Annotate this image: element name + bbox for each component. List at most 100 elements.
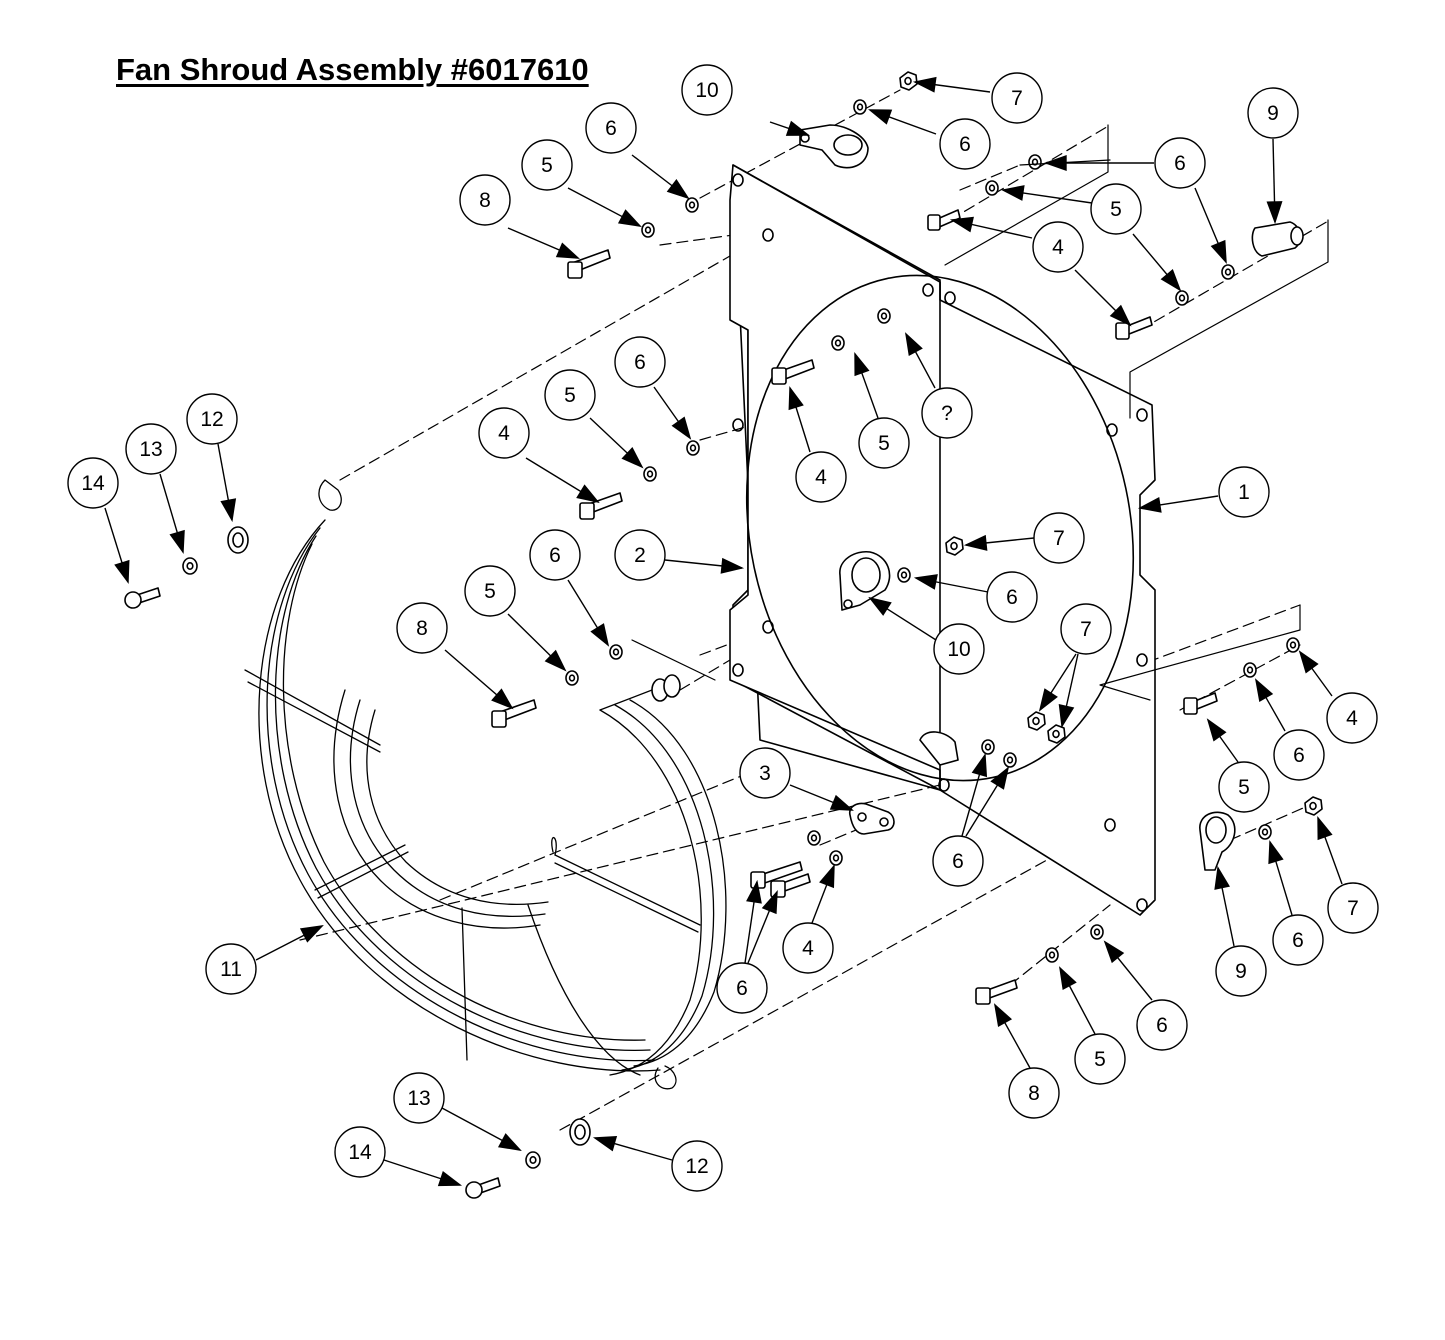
callout-bubble [125, 423, 177, 475]
callout-bubble [858, 417, 910, 469]
callout-bubble [1218, 466, 1270, 518]
callout-label: 4 [802, 937, 814, 960]
leader-arrow [788, 385, 804, 411]
callout-bubble [544, 369, 596, 421]
leader-arrow [785, 120, 811, 136]
callout-label: 14 [81, 472, 105, 495]
callout-label: 8 [416, 617, 428, 640]
assembly-center-lines [299, 89, 1331, 1131]
bolts [124, 209, 1218, 1199]
callout-label: 6 [1292, 929, 1304, 952]
leader-arrow [868, 596, 892, 616]
leader-arrow [1268, 839, 1284, 865]
callout-label: 6 [1174, 152, 1186, 175]
nuts [899, 71, 1323, 816]
callout-bubble [932, 835, 984, 887]
callout-label: 6 [1293, 744, 1305, 767]
callout-bubble [186, 393, 238, 445]
callout-bubble [1326, 692, 1378, 744]
callout-label: 5 [1110, 198, 1122, 221]
leader-arrow [592, 1136, 618, 1152]
callout-label: 4 [1052, 236, 1064, 259]
callout-bubble [921, 387, 973, 439]
leader-arrow [854, 352, 870, 377]
callout-bubble [1033, 512, 1085, 564]
callout-bubble [393, 1072, 445, 1124]
plate-holes [732, 173, 1148, 912]
callout-label: 6 [634, 351, 646, 374]
callout-label: 6 [952, 850, 964, 873]
diagram-title: Fan Shroud Assembly #6017610 [116, 52, 589, 87]
leader-arrow [1206, 718, 1227, 742]
leader-arrow [1038, 688, 1058, 712]
leader-arrow [829, 794, 854, 811]
leader-arrow [576, 484, 600, 504]
leader-arrow [1160, 269, 1182, 292]
leader-arrow [819, 864, 835, 889]
leader-arrow [621, 446, 644, 469]
callout-label: 8 [479, 189, 491, 212]
leader-arrow [990, 766, 1010, 790]
leader-arrow [491, 688, 514, 710]
callout-bubble [67, 457, 119, 509]
callout-label: 7 [1053, 527, 1065, 550]
callout-label: 2 [634, 544, 646, 567]
callout-bubble [1060, 603, 1112, 655]
leader-arrow [1109, 304, 1132, 327]
leader-arrow [720, 557, 745, 574]
leader-arrow [912, 76, 937, 93]
callout-bubble [1032, 221, 1084, 273]
callout-bubble [205, 943, 257, 995]
callout-label: 1 [1238, 481, 1250, 504]
callout-label: ? [941, 402, 953, 425]
leader-arrow [1266, 201, 1283, 225]
leader-arrow [913, 574, 938, 590]
mounting-clamp [799, 124, 1304, 871]
callout-bubble [1327, 882, 1379, 934]
callout-label: 7 [1011, 87, 1023, 110]
callout-bubble [614, 336, 666, 388]
leader-arrow [1059, 966, 1077, 991]
callout-bubble [1218, 761, 1270, 813]
callout-bubble [795, 451, 847, 503]
callout-label: 5 [541, 154, 553, 177]
callout-label: 6 [1156, 1014, 1168, 1037]
leader-arrow [299, 925, 324, 943]
callout-label: 9 [1235, 960, 1247, 983]
callout-label: 5 [564, 384, 576, 407]
callout-label: 5 [878, 432, 890, 455]
leader-arrow [993, 1003, 1013, 1027]
leader-arrow [497, 1133, 522, 1152]
leader-arrow [671, 416, 692, 440]
callout-label: 4 [1346, 707, 1358, 730]
leader-arrow [114, 559, 130, 585]
callout-label: 5 [1238, 776, 1250, 799]
callout-bubble [1074, 1033, 1126, 1085]
leader-arrow [1254, 678, 1274, 702]
leader-arrow [904, 332, 923, 357]
callout-bubble [585, 102, 637, 154]
callout-bubble [939, 118, 991, 170]
leader-arrow [1298, 650, 1319, 674]
callout-label: 7 [1080, 618, 1092, 641]
callout-label: 3 [759, 762, 771, 785]
callout-bubble [671, 1140, 723, 1192]
callout-label: 8 [1028, 1082, 1040, 1105]
fan-opening [745, 274, 1135, 782]
leader-arrow [544, 649, 567, 672]
leader-arrow [617, 209, 642, 227]
leader-arrow [746, 879, 762, 904]
group-brackets [631, 124, 1329, 701]
leader-arrow [1214, 865, 1230, 890]
leader-arrow [590, 623, 610, 647]
callout-label: 7 [1347, 897, 1359, 920]
leader-arrow [868, 109, 893, 125]
callout-bubble [681, 64, 733, 116]
callout-bubble [739, 747, 791, 799]
callout-bubble [1273, 729, 1325, 781]
callout-label: 13 [407, 1087, 430, 1110]
shroud-plate [729, 164, 1156, 916]
leader-arrow [971, 752, 988, 778]
callout-bubble [478, 407, 530, 459]
